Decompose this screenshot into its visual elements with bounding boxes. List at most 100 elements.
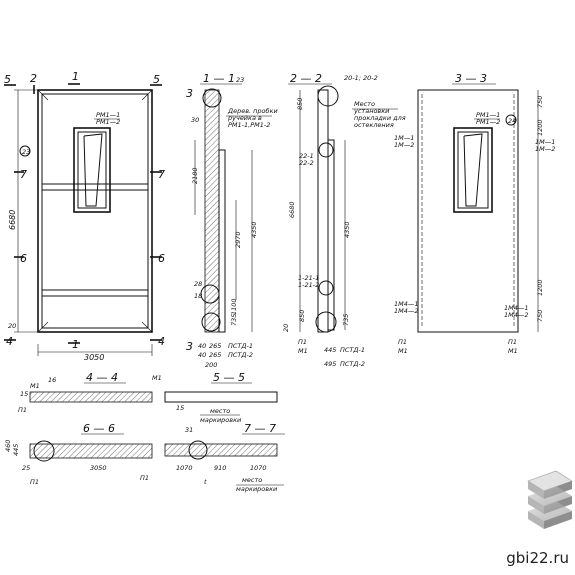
svg-text:23: 23: [236, 76, 244, 84]
svg-text:1М4—2: 1М4—2: [504, 311, 529, 319]
svg-text:маркировки: маркировки: [236, 485, 277, 493]
window-opening: [73, 127, 111, 213]
svg-text:31: 31: [185, 426, 193, 434]
svg-text:М1: М1: [298, 347, 308, 355]
cut-mark-5-top-right: 5: [153, 73, 160, 86]
svg-text:М1: М1: [152, 374, 162, 382]
svg-text:40: 40: [198, 342, 206, 350]
svg-text:1070: 1070: [250, 464, 267, 472]
cut-mark-5-top-left: 5: [4, 73, 11, 86]
section-2-2-title: 2 — 2: [290, 72, 322, 85]
svg-text:М1: М1: [398, 347, 408, 355]
section-1-1: 1 — 1 23 30 Дерев. пробки ручейка в РМ1-…: [186, 72, 278, 369]
svg-text:1М4—1: 1М4—1: [504, 304, 529, 312]
svg-text:М1: М1: [508, 347, 518, 355]
svg-text:П1: П1: [30, 478, 39, 486]
svg-text:40: 40: [198, 351, 206, 359]
cut-mark-1-top: 1: [72, 70, 79, 83]
svg-text:2180: 2180: [191, 167, 199, 184]
svg-text:200: 200: [205, 361, 217, 369]
svg-text:3: 3: [186, 340, 193, 353]
svg-text:22-2: 22-2: [299, 159, 314, 167]
section-5-5-title: 5 — 5: [213, 371, 245, 384]
section-2-2: 2 — 2 20-1; 20-2 Место установки проклад…: [282, 72, 406, 368]
cut-mark-1-bottom: 1: [72, 338, 79, 351]
svg-text:остекления: остекления: [354, 121, 394, 129]
rm1-2-label: РМ1—2: [96, 118, 120, 126]
svg-text:22-1: 22-1: [299, 152, 314, 160]
section-2-2-body: [317, 89, 329, 333]
svg-text:РМ1—2: РМ1—2: [476, 118, 500, 126]
svg-text:735: 735: [342, 314, 350, 326]
section-5-5-body: [164, 391, 278, 403]
svg-text:1М4—1: 1М4—1: [394, 300, 419, 308]
svg-text:30: 30: [191, 116, 199, 124]
section-6-6: 6 — 6 460 445 3050 25 П1 П1: [4, 422, 153, 486]
svg-text:место: место: [210, 407, 230, 415]
svg-text:4350: 4350: [343, 221, 351, 238]
svg-text:маркировки: маркировки: [200, 416, 241, 424]
svg-text:1М—2: 1М—2: [394, 141, 414, 149]
section-4-4-title: 4 — 4: [86, 371, 118, 384]
svg-text:1-21-1: 1-21-1: [298, 274, 319, 282]
cut-mark-6-left: 6: [20, 252, 27, 265]
svg-text:15: 15: [176, 404, 184, 412]
svg-text:ПСТД-2: ПСТД-2: [228, 351, 253, 359]
svg-text:18: 18: [194, 292, 202, 300]
section-7-7: 7 — 7 31 1070 910 1070 t место маркировк…: [164, 422, 285, 493]
svg-text:1200: 1200: [536, 279, 544, 296]
svg-text:ПСТД-1: ПСТД-1: [340, 346, 365, 354]
svg-text:П1: П1: [18, 406, 27, 414]
svg-text:850: 850: [296, 98, 304, 110]
panel-outline: [37, 89, 153, 333]
svg-text:20: 20: [282, 324, 290, 332]
section-1-1-body: [204, 89, 220, 333]
svg-text:3: 3: [186, 87, 193, 100]
svg-text:ПСТД-2: ПСТД-2: [340, 360, 365, 368]
svg-text:445: 445: [324, 346, 336, 354]
front-width-dim: 3050: [84, 353, 104, 362]
section-6-6-body: [29, 443, 153, 459]
stack-logo-icon: [527, 470, 573, 529]
section-4-4-body: [29, 391, 153, 403]
cut-mark-4-right: 4: [158, 335, 165, 348]
svg-text:1070: 1070: [176, 464, 193, 472]
svg-text:прокладки для: прокладки для: [354, 114, 406, 122]
svg-text:ручейка в: ручейка в: [227, 114, 262, 122]
svg-text:1-21-2: 1-21-2: [298, 281, 319, 289]
section-6-6-title: 6 — 6: [83, 422, 115, 435]
svg-text:20-1; 20-2: 20-1; 20-2: [344, 74, 378, 82]
cut-mark-7-left: 7: [20, 168, 27, 181]
svg-text:3050: 3050: [90, 464, 107, 472]
svg-text:1100: 1100: [230, 298, 238, 315]
svg-text:М1: М1: [30, 382, 40, 390]
svg-text:850: 850: [298, 310, 306, 322]
section-3-3-title: 3 — 3: [455, 72, 487, 85]
cut-mark-4-left: 4: [6, 335, 13, 348]
svg-text:установки: установки: [353, 107, 389, 115]
svg-text:265: 265: [209, 342, 221, 350]
svg-text:265: 265: [209, 351, 221, 359]
svg-text:РМ1—1: РМ1—1: [476, 111, 500, 119]
svg-text:445: 445: [12, 444, 20, 456]
svg-text:750: 750: [536, 310, 544, 322]
front-marker: 23: [22, 148, 30, 156]
watermark-text: gbi22.ru: [506, 549, 569, 567]
svg-text:1М—1: 1М—1: [394, 134, 414, 142]
svg-text:6680: 6680: [288, 201, 296, 218]
svg-text:1200: 1200: [536, 119, 544, 136]
svg-text:П1: П1: [140, 474, 149, 482]
svg-text:25: 25: [22, 464, 30, 472]
cut-mark-7-right: 7: [158, 168, 165, 181]
svg-text:750: 750: [536, 96, 544, 108]
svg-text:ПСТД-1: ПСТД-1: [228, 342, 253, 350]
svg-text:Место: Место: [354, 100, 375, 108]
svg-text:15: 15: [20, 390, 28, 398]
svg-text:28: 28: [194, 280, 202, 288]
svg-text:4350: 4350: [250, 221, 258, 238]
section-3-3-panel: [417, 89, 519, 333]
svg-text:1М—2: 1М—2: [535, 145, 555, 153]
rm1-1-label: РМ1—1: [96, 111, 120, 119]
svg-text:460: 460: [4, 440, 12, 452]
